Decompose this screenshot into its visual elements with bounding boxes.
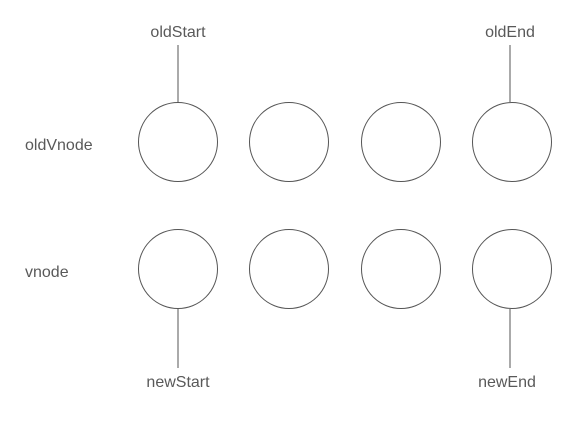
vnode-node-3 (361, 229, 441, 309)
row-label-vnode: vnode (25, 264, 69, 281)
vnode-node-2 (249, 229, 329, 309)
oldvnode-node-1 (138, 102, 218, 182)
vnode-node-1 (138, 229, 218, 309)
vnode-node-4 (472, 229, 552, 309)
pointer-label-new-end: newEnd (478, 374, 536, 391)
pointer-label-old-start: oldStart (150, 24, 206, 41)
oldvnode-node-4 (472, 102, 552, 182)
pointer-label-old-end: oldEnd (485, 24, 535, 41)
row-label-oldvnode: oldVnode (25, 137, 93, 154)
oldvnode-node-2 (249, 102, 329, 182)
pointer-label-new-start: newStart (146, 374, 210, 391)
oldvnode-node-3 (361, 102, 441, 182)
